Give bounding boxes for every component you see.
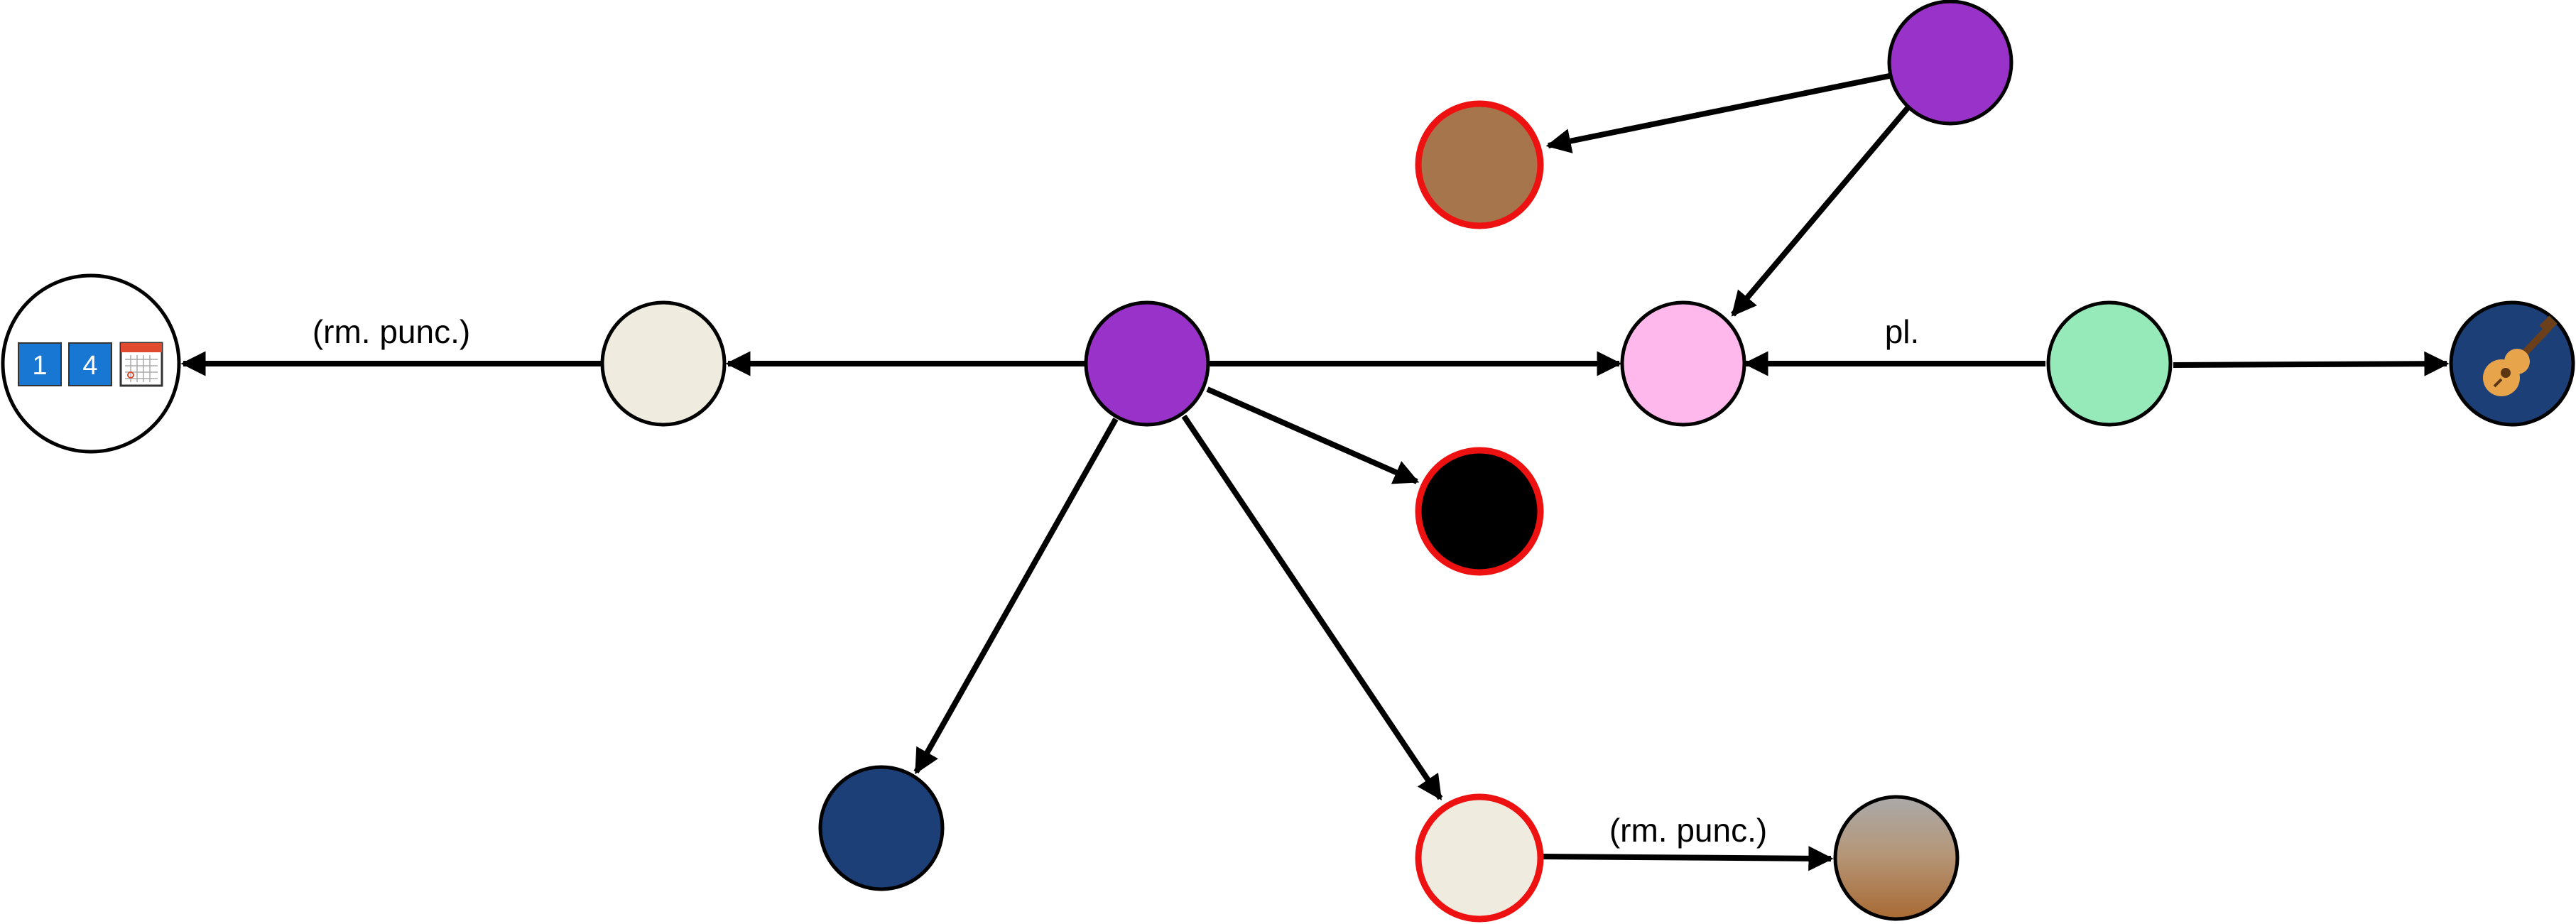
node-icon-guitar xyxy=(2449,300,2575,427)
node-mint-right xyxy=(2046,300,2173,427)
edge-label-pl: pl. xyxy=(1885,313,1920,350)
calendar-icon xyxy=(119,342,163,387)
node-black-mid xyxy=(1415,447,1544,576)
node-icon-calendar-numbers: 1 4 xyxy=(1,273,181,454)
guitar-icon xyxy=(2483,315,2558,396)
edge-purple-center-to-black-mid xyxy=(1206,386,1420,484)
node-purple-top xyxy=(1887,0,2013,126)
edge-purple-center-to-navy-bottom xyxy=(913,418,1119,775)
node-cream-bottom xyxy=(1415,793,1544,923)
number-tile-digit-4: 4 xyxy=(82,351,97,381)
edge-cream-bottom-to-gradient-bottom xyxy=(1542,846,1834,871)
edge-label-rm-punc-bottom: (rm. punc.) xyxy=(1609,812,1767,849)
node-gradient-bottom xyxy=(1833,795,1960,921)
calendar-number-tiles-icon: 1 4 xyxy=(18,342,163,387)
node-pink-right xyxy=(1620,300,1746,427)
node-navy-bottom xyxy=(818,765,945,891)
edge-purple-center-to-cream-bottom xyxy=(1181,414,1443,800)
node-brown-top xyxy=(1415,100,1544,229)
edge-mint-right-to-icon-guitar xyxy=(2173,351,2450,376)
edges xyxy=(180,73,2450,871)
edge-purple-top-to-pink-right xyxy=(1730,106,1911,317)
edge-label-rm-punc-left: (rm. punc.) xyxy=(313,313,470,350)
number-tile-digit-1: 1 xyxy=(32,351,47,381)
node-cream-left xyxy=(600,300,727,427)
node-purple-center xyxy=(1084,300,1210,427)
edge-labels: (rm. punc.) pl. (rm. punc.) xyxy=(313,313,1919,849)
edge-purple-top-to-brown-top xyxy=(1545,73,1890,153)
